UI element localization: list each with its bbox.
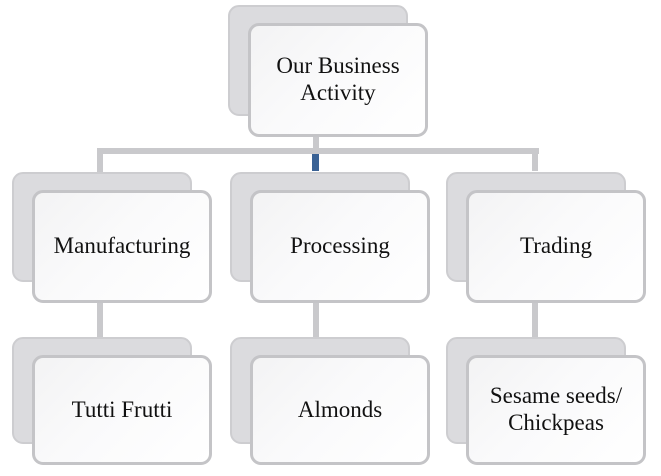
node-label: Trading [520, 233, 592, 259]
card: Sesame seeds/ Chickpeas [466, 355, 646, 465]
card: Manufacturing [32, 190, 212, 303]
node-label: Processing [290, 233, 390, 259]
card: Tutti Frutti [32, 355, 212, 465]
node-sesame-seeds-chickpeas: Sesame seeds/ Chickpeas [446, 337, 646, 465]
node-our-business-activity: Our Business Activity [228, 5, 428, 137]
connector-manufacturing-to-tutti-frutti [97, 302, 103, 337]
node-label: Sesame seeds/ Chickpeas [489, 383, 623, 435]
connector-drop-processing-accent [312, 154, 319, 171]
connector-trading-to-sesame [532, 302, 538, 337]
connector-drop-trading [532, 154, 538, 171]
node-tutti-frutti: Tutti Frutti [12, 337, 212, 465]
card: Our Business Activity [248, 23, 428, 137]
node-label: Manufacturing [53, 233, 191, 259]
node-trading: Trading [446, 172, 646, 303]
node-label: Almonds [297, 396, 383, 422]
connector-root-stem [313, 137, 319, 148]
node-almonds: Almonds [230, 337, 430, 465]
node-label: Tutti Frutti [71, 396, 173, 422]
connector-horizontal-bar [97, 148, 539, 154]
node-manufacturing: Manufacturing [12, 172, 212, 303]
node-processing: Processing [230, 172, 430, 303]
card: Trading [466, 190, 646, 303]
connector-processing-to-almonds [313, 302, 319, 337]
card: Processing [250, 190, 430, 303]
card: Almonds [250, 355, 430, 465]
node-label: Our Business Activity [276, 53, 400, 105]
connector-drop-manufacturing [97, 154, 103, 172]
